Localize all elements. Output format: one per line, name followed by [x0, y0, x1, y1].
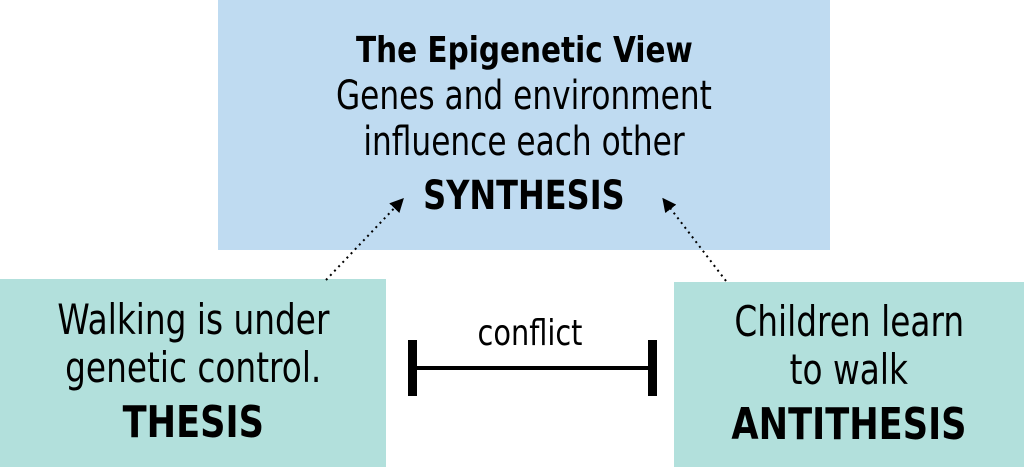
synthesis-label: SYNTHESIS	[423, 173, 625, 219]
antithesis-label: ANTITHESIS	[731, 398, 967, 450]
thesis-label: THESIS	[122, 397, 264, 448]
antithesis-box: Children learn to walk ANTITHESIS	[674, 282, 1024, 467]
conflict-label: conflict	[477, 313, 583, 354]
conflict-bar-left-cap	[408, 340, 417, 396]
conflict-bar-right-cap	[648, 340, 657, 396]
antithesis-line-1: Children learn	[734, 296, 964, 346]
conflict-bar	[408, 340, 657, 396]
synthesis-line-1: Genes and environment	[336, 73, 712, 119]
thesis-line-1: Walking is under	[56, 295, 330, 344]
thesis-box: Walking is under genetic control. THESIS	[0, 279, 386, 467]
antithesis-to-synthesis-arrow	[662, 197, 727, 282]
thesis-to-synthesis-arrow	[325, 197, 404, 281]
synthesis-line-2: influence each other	[363, 119, 685, 165]
antithesis-line-2: to walk	[789, 344, 909, 394]
synthesis-box: The Epigenetic View Genes and environmen…	[218, 0, 830, 250]
thesis-line-2: genetic control.	[64, 343, 322, 392]
synthesis-title: The Epigenetic View	[355, 30, 693, 71]
